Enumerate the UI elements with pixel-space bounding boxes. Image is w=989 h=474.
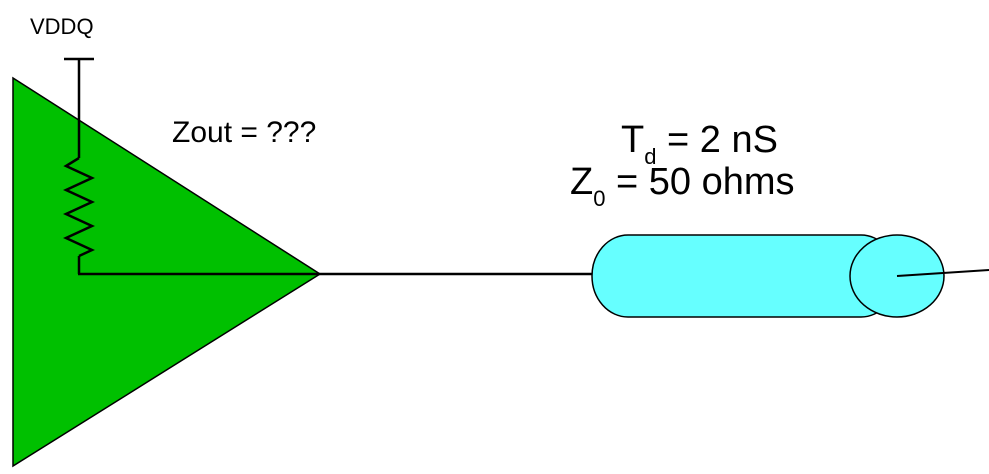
vddq-label: VDDQ xyxy=(30,14,94,39)
zout-label: Zout = ??? xyxy=(172,116,317,149)
resistor-symbol xyxy=(63,156,95,258)
delay-subscript: d xyxy=(644,144,657,169)
delay-symbol: T xyxy=(621,119,645,161)
center-conductor-wire xyxy=(896,269,989,277)
impedance-symbol: Z xyxy=(570,161,594,203)
impedance-subscript: 0 xyxy=(593,186,606,211)
delay-label: Td = 2 nS xyxy=(621,119,778,168)
impedance-label: Z0 = 50 ohms xyxy=(570,161,795,210)
delay-value: = 2 nS xyxy=(667,119,778,161)
driver-triangle xyxy=(12,76,322,468)
impedance-value: = 50 ohms xyxy=(616,161,795,203)
